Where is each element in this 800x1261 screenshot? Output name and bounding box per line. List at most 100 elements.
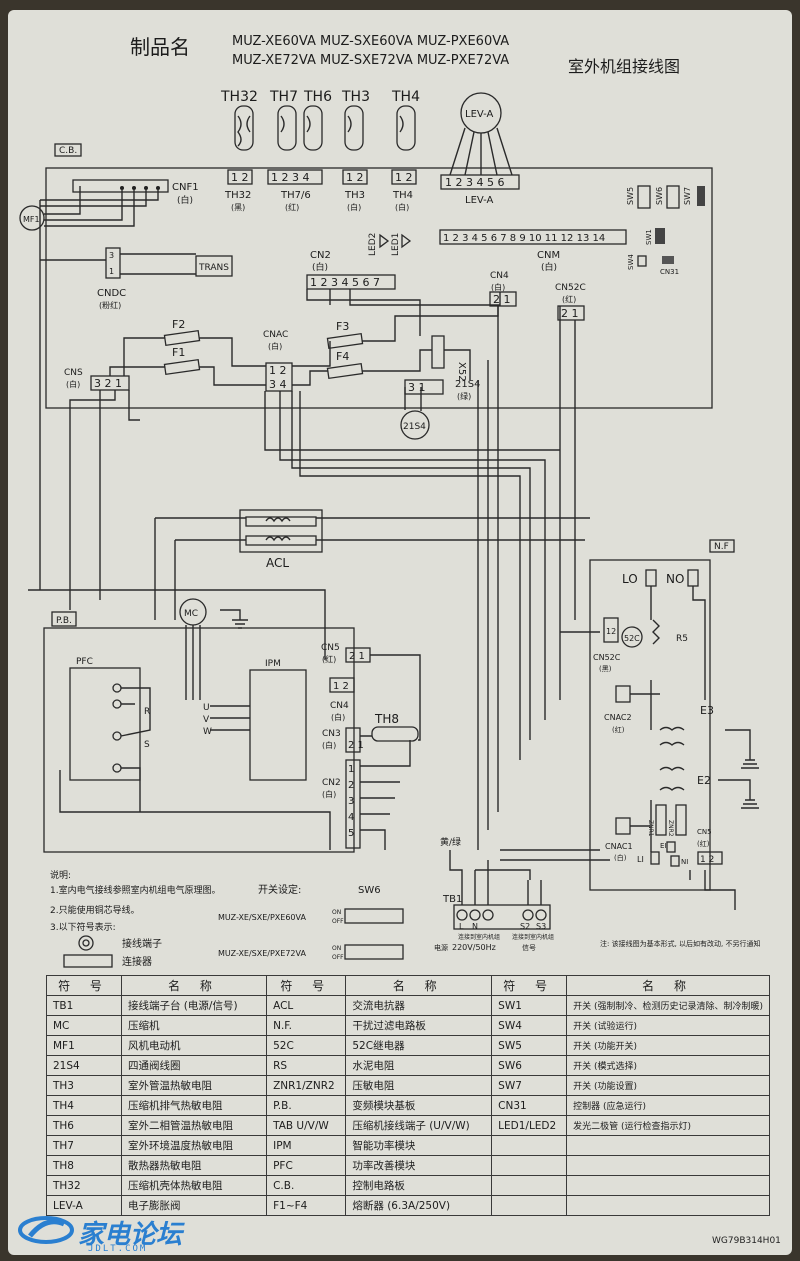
svg-text:LI: LI xyxy=(637,855,644,864)
svg-text:CNM: CNM xyxy=(537,250,560,261)
legend-name: 室外二相管温热敏电阻 xyxy=(120,1115,268,1136)
pb-connectors: CN5 (红) 2 1 1 2 CN4 (白) CN3 (白) 2 1 TH8 … xyxy=(321,643,419,849)
svg-text:CN2: CN2 xyxy=(310,250,331,261)
legend-symbol: PFC xyxy=(266,1155,347,1176)
noise-filter-board xyxy=(589,559,711,891)
svg-text:F2: F2 xyxy=(172,318,185,331)
legend-name: 风机电动机 xyxy=(120,1035,268,1056)
svg-text:21S4: 21S4 xyxy=(455,379,480,390)
svg-text:CNAC1: CNAC1 xyxy=(605,842,633,851)
legend-symbol: N.F. xyxy=(266,1015,347,1036)
legend-name: 熔断器 (6.3A/250V) xyxy=(345,1195,493,1216)
acl-reactor: ACL xyxy=(239,509,323,570)
legend-symbol: TH32 xyxy=(46,1175,122,1196)
cnac-connector: CNAC (白) 1 2 3 4 xyxy=(263,330,293,392)
svg-text:1: 1 xyxy=(348,764,354,775)
svg-text:R: R xyxy=(144,707,150,717)
legend-name: 压敏电阻 xyxy=(345,1075,493,1096)
svg-text:TB1: TB1 xyxy=(442,894,462,905)
svg-text:21S4: 21S4 xyxy=(403,422,426,432)
svg-text:1 2: 1 2 xyxy=(395,171,413,184)
legend-symbol: ZNR1/ZNR2 xyxy=(266,1075,347,1096)
svg-text:NO: NO xyxy=(666,572,684,586)
svg-text:TH4: TH4 xyxy=(392,190,413,201)
x52-relay: X52 xyxy=(431,335,467,382)
svg-text:CN52C: CN52C xyxy=(555,283,586,293)
svg-text:3 2 1: 3 2 1 xyxy=(94,377,122,390)
svg-text:(红): (红) xyxy=(697,839,710,848)
svg-text:CN52C: CN52C xyxy=(593,653,621,662)
svg-text:TH3: TH3 xyxy=(341,89,370,105)
svg-text:(红): (红) xyxy=(612,725,625,734)
svg-text:SW6: SW6 xyxy=(358,885,381,896)
svg-text:CN5: CN5 xyxy=(321,643,340,653)
svg-text:2 1: 2 1 xyxy=(493,293,511,306)
led-indicators: LED2 LED1 xyxy=(368,233,412,256)
legend-header-row: 符 号 名 称 符 号 名 称 符 号 名 称 xyxy=(46,975,770,996)
svg-text:LO: LO xyxy=(622,572,638,586)
svg-text:SW5: SW5 xyxy=(626,187,635,205)
svg-text:CNAC: CNAC xyxy=(263,330,288,340)
svg-text:(粉红): (粉红) xyxy=(99,300,121,310)
svg-text:3: 3 xyxy=(109,251,114,260)
legend-name xyxy=(566,1155,770,1176)
svg-text:连接器: 连接器 xyxy=(122,955,152,968)
cn52c-connector: CN52C (红) 2 1 xyxy=(555,283,586,321)
svg-text:(白): (白) xyxy=(541,261,557,273)
legend-symbol: LEV-A xyxy=(46,1195,122,1216)
svg-text:TH4: TH4 xyxy=(391,89,420,105)
cb-label: C.B. xyxy=(59,146,77,156)
legend-symbol: ACL xyxy=(266,995,347,1016)
svg-text:U: U xyxy=(203,703,210,713)
svg-text:LED2: LED2 xyxy=(368,233,378,256)
svg-text:(红): (红) xyxy=(562,294,576,304)
svg-text:3: 3 xyxy=(348,796,354,807)
svg-text:OFF: OFF xyxy=(332,918,344,925)
svg-text:SW7: SW7 xyxy=(683,187,692,205)
legend-symbol xyxy=(491,1135,568,1156)
legend-name: 压缩机壳体热敏电阻 xyxy=(120,1175,268,1196)
transformer: TRANS xyxy=(195,255,233,277)
legend-name: 开关 (试验运行) xyxy=(566,1015,770,1036)
legend-symbol: TH7 xyxy=(46,1135,122,1156)
thermistor-th32: TH32 1 2 TH32 (黑) xyxy=(220,89,258,212)
legend-symbol: SW1 xyxy=(491,995,568,1016)
legend-name: 室外环境温度热敏电阻 xyxy=(120,1135,268,1156)
svg-text:TH6: TH6 xyxy=(303,89,332,105)
legend-name: 水泥电阻 xyxy=(345,1055,493,1076)
svg-text:SW6: SW6 xyxy=(655,187,664,205)
svg-text:MUZ-XE/SXE/PXE60VA: MUZ-XE/SXE/PXE60VA xyxy=(218,913,306,922)
svg-text:IPM: IPM xyxy=(265,659,281,669)
pb-label: P.B. xyxy=(56,616,72,626)
legend-header: 符 号 xyxy=(491,975,568,996)
terminal-block-tb1: 黄/绿 TB1 L N S2 S3 连接到室内机组 电源 220V/50Hz 连… xyxy=(434,836,554,952)
product-label: 制品名 xyxy=(130,35,190,59)
control-board-outline xyxy=(45,167,713,409)
svg-text:52C: 52C xyxy=(624,634,640,643)
cnf1-connector: CNF1 (白) xyxy=(72,179,199,206)
valve-coil-21s4: 3 1 21S4 (绿) 21S4 xyxy=(400,379,480,440)
legend-name: 功率改善模块 xyxy=(345,1155,493,1176)
svg-text:1 2 3 4 5 6: 1 2 3 4 5 6 xyxy=(445,176,504,189)
thermistor-th3: TH3 1 2 TH3 (白) xyxy=(341,89,370,212)
models-line2: MUZ-XE72VA MUZ-SXE72VA MUZ-PXE72VA xyxy=(232,53,509,68)
svg-text:1 2: 1 2 xyxy=(700,855,714,865)
ipm-module: IPM U V W xyxy=(203,659,307,781)
legend-symbol: TH4 xyxy=(46,1095,122,1116)
legend-symbol: SW5 xyxy=(491,1035,568,1056)
svg-text:(白): (白) xyxy=(322,740,336,750)
legend-symbol xyxy=(491,1195,568,1216)
legend-name: 交流电抗器 xyxy=(345,995,493,1016)
legend-name: 开关 (功能开关) xyxy=(566,1035,770,1056)
svg-text:连接到室内机组: 连接到室内机组 xyxy=(512,933,554,941)
svg-text:1 2 3 4: 1 2 3 4 xyxy=(271,171,309,184)
svg-text:1 2: 1 2 xyxy=(346,171,364,184)
svg-text:5: 5 xyxy=(348,828,354,839)
cn2-connector: CN2 (白) 1 2 3 4 5 6 7 xyxy=(306,250,396,290)
legend-name: 发光二极管 (运行检查指示灯) xyxy=(566,1115,770,1136)
svg-text:1.室内电气接线参照室内机组电气原理图。: 1.室内电气接线参照室内机组电气原理图。 xyxy=(50,884,221,896)
thermistor-th7-th6: TH7 TH6 1 2 3 4 TH7/6 (红) xyxy=(267,89,332,212)
svg-text:MUZ-XE/SXE/PXE72VA: MUZ-XE/SXE/PXE72VA xyxy=(218,949,306,958)
